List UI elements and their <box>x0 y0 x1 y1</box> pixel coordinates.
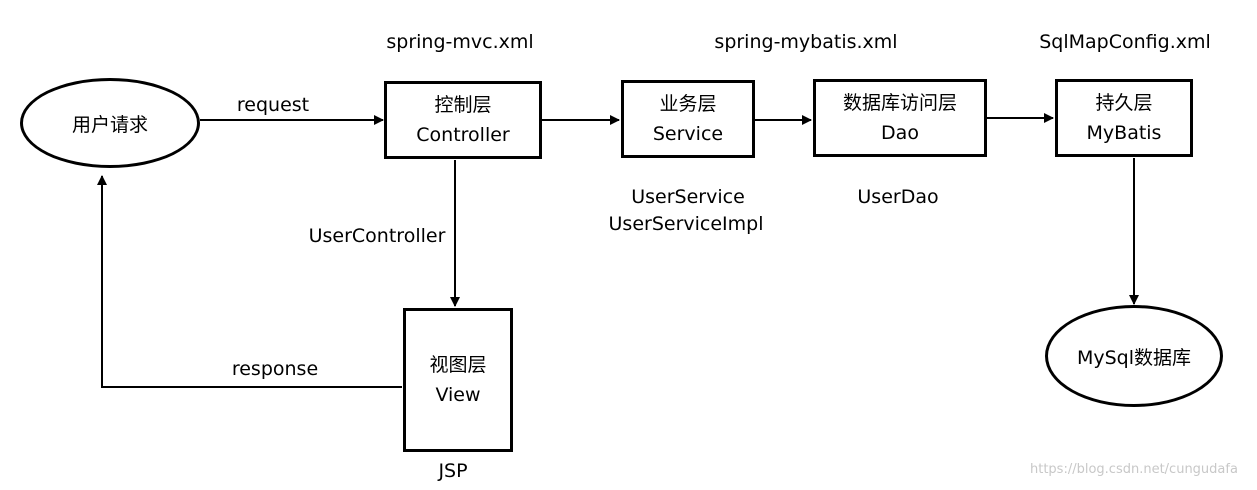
spring-mvc-label: spring-mvc.xml <box>386 31 534 53</box>
controller-title: 控制层 <box>434 94 492 116</box>
sqlmapconfig-label: SqlMapConfig.xml <box>1039 31 1211 53</box>
request-label: request <box>236 94 310 116</box>
watermark: https://blog.csdn.net/cungudafa <box>1030 462 1238 477</box>
user-dao-label: UserDao <box>857 186 939 208</box>
service-box: 业务层 Service <box>621 80 755 158</box>
controller-box: 控制层 Controller <box>384 81 542 159</box>
user-controller-label: UserController <box>308 225 446 247</box>
user-request-text: 用户请求 <box>71 113 148 136</box>
service-title: 业务层 <box>659 93 717 115</box>
view-box: 视图层 View <box>403 308 513 452</box>
mysql-node: MySql数据库 <box>1045 305 1223 407</box>
persistence-name: MyBatis <box>1086 122 1162 144</box>
dao-name: Dao <box>881 122 919 144</box>
dao-title: 数据库访问层 <box>842 92 957 114</box>
arrow-response <box>97 175 402 388</box>
spring-mybatis-label: spring-mybatis.xml <box>714 31 898 53</box>
mysql-text: MySql数据库 <box>1076 346 1192 369</box>
user-service-label: UserService <box>631 186 745 208</box>
dao-box: 数据库访问层 Dao <box>813 79 987 157</box>
view-title: 视图层 <box>429 354 487 376</box>
user-service-impl-label: UserServiceImpl <box>608 213 764 235</box>
service-name: Service <box>652 123 724 145</box>
user-request-node: 用户请求 <box>20 78 200 168</box>
view-name: View <box>435 384 481 406</box>
persistence-box: 持久层 MyBatis <box>1055 79 1193 157</box>
persistence-title: 持久层 <box>1095 92 1153 114</box>
controller-name: Controller <box>416 124 510 146</box>
jsp-label: JSP <box>438 460 468 482</box>
response-label: response <box>231 358 319 380</box>
